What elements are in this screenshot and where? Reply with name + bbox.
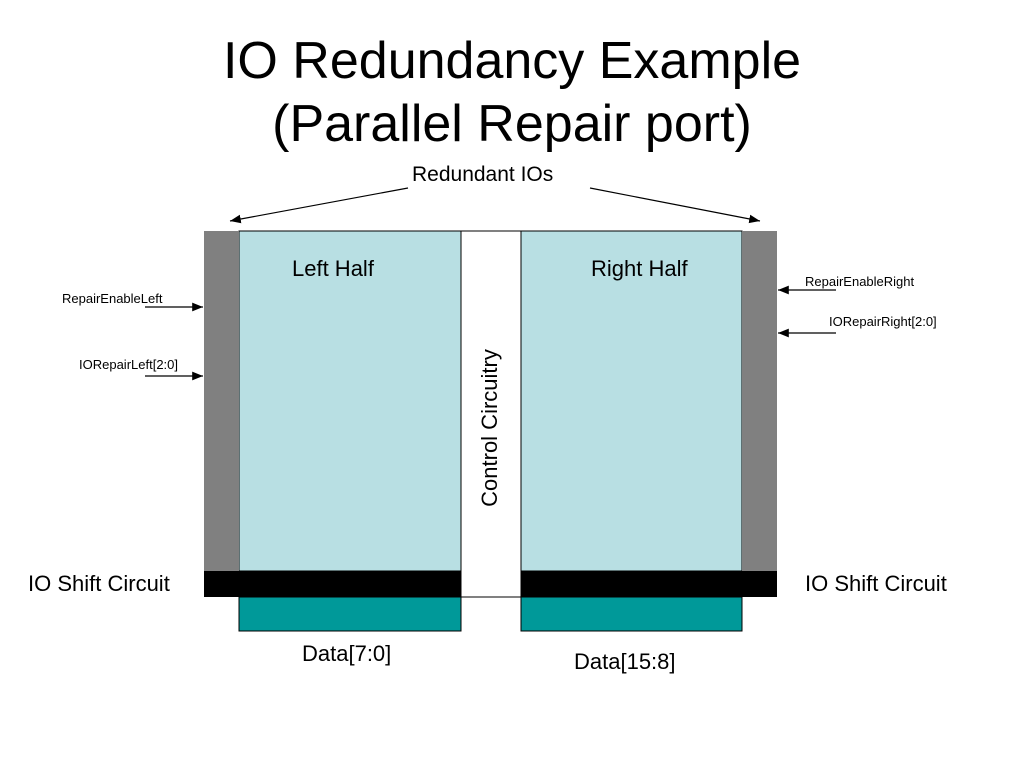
data-right-label: Data[15:8] <box>574 649 676 674</box>
slide-title-line-1: IO Redundancy Example <box>222 32 802 90</box>
left-half-array <box>238 230 462 572</box>
io-shift-circuit-left-label: IO Shift Circuit <box>28 571 170 596</box>
io-shift-circuit-left <box>204 571 461 597</box>
data-left-label: Data[7:0] <box>302 641 392 666</box>
redundant-ios-label: Redundant IOs <box>412 163 554 186</box>
data-block-right <box>520 596 743 632</box>
right-half-label: Right Half <box>591 256 688 281</box>
control-circuitry-block <box>460 230 522 598</box>
repair-enable-left-label: RepairEnableLeft <box>62 291 163 306</box>
io-shift-circuit-right-label: IO Shift Circuit <box>805 571 947 596</box>
data-block-left <box>238 596 462 632</box>
io-shift-circuit-right <box>521 571 777 597</box>
control-circuitry-label: Control Circuitry <box>477 349 502 507</box>
left-half-label: Left Half <box>292 256 374 281</box>
redundant-io-right <box>742 231 777 571</box>
io-repair-right-label: IORepairRight[2:0] <box>829 314 937 329</box>
redundant-ios-arrow-left <box>229 187 409 224</box>
slide-title: IO Redundancy Example (Parallel Repair p… <box>0 30 1024 156</box>
repair-enable-right-label: RepairEnableRight <box>805 274 915 289</box>
redundant-ios-arrow-right <box>589 187 761 224</box>
redundant-io-left <box>204 231 239 571</box>
slide-title-line-2: (Parallel Repair port) <box>272 95 752 153</box>
io-repair-left-label: IORepairLeft[2:0] <box>79 357 178 372</box>
right-half-array <box>520 230 743 572</box>
